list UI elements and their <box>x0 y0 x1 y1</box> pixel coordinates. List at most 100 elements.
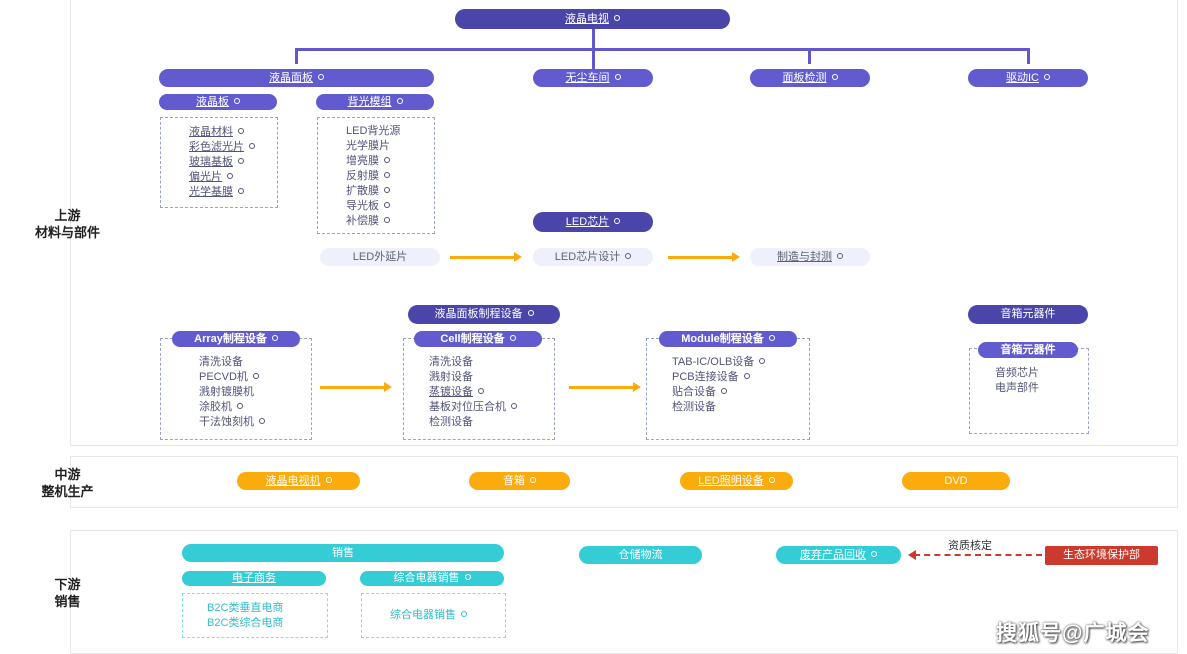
item-label: B2C类综合电商 <box>207 617 284 629</box>
ecommerce-item[interactable]: B2C类综合电商 <box>207 617 283 630</box>
node-speaker-sub[interactable]: 音箱元器件 <box>978 342 1078 358</box>
node-led-chip[interactable]: LED芯片 <box>533 212 653 232</box>
item-label: 扩散膜 <box>346 185 379 197</box>
expand-dot-icon <box>614 15 620 22</box>
node-lcd-tv-set[interactable]: 液晶电视机 <box>237 472 360 490</box>
module-item[interactable]: TAB-IC/OLB设备 <box>672 356 766 369</box>
node-cell[interactable]: Cell制程设备 <box>414 331 542 347</box>
expand-dot-icon <box>768 477 775 484</box>
node-appliance-sales[interactable]: 综合电器销售 <box>360 571 504 586</box>
backlight-item[interactable]: 光学膜片 <box>346 140 390 153</box>
node-sales[interactable]: 销售 <box>182 544 504 562</box>
cell-item[interactable]: 检测设备 <box>429 416 473 429</box>
lcd-board-item[interactable]: 液晶材料 <box>189 126 244 139</box>
cell-item[interactable]: 溅射设备 <box>429 371 473 384</box>
node-cleanroom-label: 无尘车间 <box>565 72 610 84</box>
node-panel-equipment[interactable]: 液晶面板制程设备 <box>408 305 560 324</box>
speaker-item[interactable]: 电声部件 <box>995 382 1039 395</box>
node-led-design[interactable]: LED芯片设计 <box>533 248 653 266</box>
lcd-board-item[interactable]: 玻璃基板 <box>189 156 244 169</box>
node-lcd-panel-label: 液晶面板 <box>269 72 313 84</box>
array-item[interactable]: 清洗设备 <box>199 356 243 369</box>
qualification-label: 资质核定 <box>948 540 992 552</box>
backlight-list <box>317 117 435 234</box>
item-label: 液晶材料 <box>189 126 233 138</box>
node-dvd[interactable]: DVD <box>902 472 1010 490</box>
cell-item[interactable]: 蒸镀设备 <box>429 386 484 399</box>
ecommerce-item[interactable]: B2C类垂直电商 <box>207 602 283 615</box>
array-item[interactable]: 溅射镀膜机 <box>199 386 254 399</box>
connector-branch-4 <box>1027 48 1030 64</box>
node-led-design-label: LED芯片设计 <box>554 251 621 263</box>
node-led-epitaxy[interactable]: LED外延片 <box>320 248 440 266</box>
item-label: 清洗设备 <box>199 356 243 368</box>
node-led-epitaxy-label: LED外延片 <box>352 251 408 263</box>
node-appliance-sales-label: 综合电器销售 <box>393 572 460 584</box>
expand-dot-icon <box>511 403 517 410</box>
item-label: 增亮膜 <box>346 155 379 167</box>
item-label: 贴合设备 <box>672 386 716 398</box>
node-led-manufacture[interactable]: 制造与封测 <box>750 248 870 266</box>
backlight-item[interactable]: LED背光源 <box>346 125 400 138</box>
node-ecommerce-label: 电子商务 <box>232 572 276 584</box>
expand-dot-icon <box>234 98 240 105</box>
expand-dot-icon <box>259 418 265 425</box>
node-recycle[interactable]: 废弃产品回收 <box>776 546 901 564</box>
expand-dot-icon <box>384 202 390 209</box>
node-logistics-label: 仓储物流 <box>618 549 663 561</box>
module-item[interactable]: 贴合设备 <box>672 386 727 399</box>
node-lcd-panel[interactable]: 液晶面板 <box>159 69 434 87</box>
item-label: PCB连接设备 <box>672 371 739 383</box>
backlight-item[interactable]: 增亮膜 <box>346 155 390 168</box>
appliance-item[interactable]: 综合电器销售 <box>390 609 467 622</box>
array-item[interactable]: 干法蚀刻机 <box>199 416 265 429</box>
expand-dot-icon <box>461 611 467 618</box>
node-sales-label: 销售 <box>332 547 354 559</box>
cell-item[interactable]: 基板对位压合机 <box>429 401 517 414</box>
array-item[interactable]: PECVD机 <box>199 371 259 384</box>
watermark: 搜狐号@广城会 <box>996 622 1150 645</box>
node-module[interactable]: Module制程设备 <box>659 331 797 347</box>
lcd-board-item[interactable]: 彩色滤光片 <box>189 141 255 154</box>
node-lcd-board[interactable]: 液晶板 <box>159 94 277 110</box>
module-item[interactable]: 检测设备 <box>672 401 716 414</box>
expand-dot-icon <box>238 188 244 195</box>
node-eco-dept-label: 生态环境保护部 <box>1063 549 1140 561</box>
node-led-lighting[interactable]: LED照明设备 <box>680 472 793 490</box>
expand-dot-icon <box>768 335 775 342</box>
node-array[interactable]: Array制程设备 <box>172 331 300 347</box>
node-speaker-components[interactable]: 音箱元器件 <box>968 305 1088 324</box>
module-list <box>646 338 810 440</box>
lcd-board-item[interactable]: 光学基膜 <box>189 186 244 199</box>
backlight-item[interactable]: 反射膜 <box>346 170 390 183</box>
node-cleanroom[interactable]: 无尘车间 <box>533 69 653 87</box>
backlight-item[interactable]: 扩散膜 <box>346 185 390 198</box>
backlight-item[interactable]: 补偿膜 <box>346 215 390 228</box>
expand-dot-icon <box>721 388 727 395</box>
item-label: 检测设备 <box>672 401 716 413</box>
node-backlight[interactable]: 背光模组 <box>316 94 434 110</box>
node-eco-dept[interactable]: 生态环境保护部 <box>1045 546 1158 565</box>
node-root-label: 液晶电视 <box>565 13 609 25</box>
module-item[interactable]: PCB连接设备 <box>672 371 750 384</box>
node-root[interactable]: 液晶电视 <box>455 9 730 29</box>
backlight-item[interactable]: 导光板 <box>346 200 390 213</box>
expand-dot-icon <box>384 157 390 164</box>
node-logistics[interactable]: 仓储物流 <box>579 546 702 564</box>
array-item[interactable]: 涂胶机 <box>199 401 243 414</box>
lcd-board-item[interactable]: 偏光片 <box>189 171 233 184</box>
node-speaker-label: 音箱 <box>503 475 525 487</box>
midstream-label-line2: 整机生产 <box>41 484 94 499</box>
node-ecommerce[interactable]: 电子商务 <box>182 571 326 586</box>
cell-item[interactable]: 清洗设备 <box>429 356 473 369</box>
node-driver-ic[interactable]: 驱动IC <box>968 69 1088 87</box>
item-label: 导光板 <box>346 200 379 212</box>
node-speaker-sub-label: 音箱元器件 <box>1000 344 1056 356</box>
speaker-item[interactable]: 音频芯片 <box>995 367 1039 380</box>
node-speaker[interactable]: 音箱 <box>469 472 570 490</box>
expand-dot-icon <box>1044 74 1050 81</box>
item-label: 综合电器销售 <box>390 609 456 621</box>
node-panel-inspection[interactable]: 面板检测 <box>750 69 870 87</box>
expand-dot-icon <box>625 253 632 260</box>
node-speaker-components-label: 音箱元器件 <box>1000 308 1056 320</box>
